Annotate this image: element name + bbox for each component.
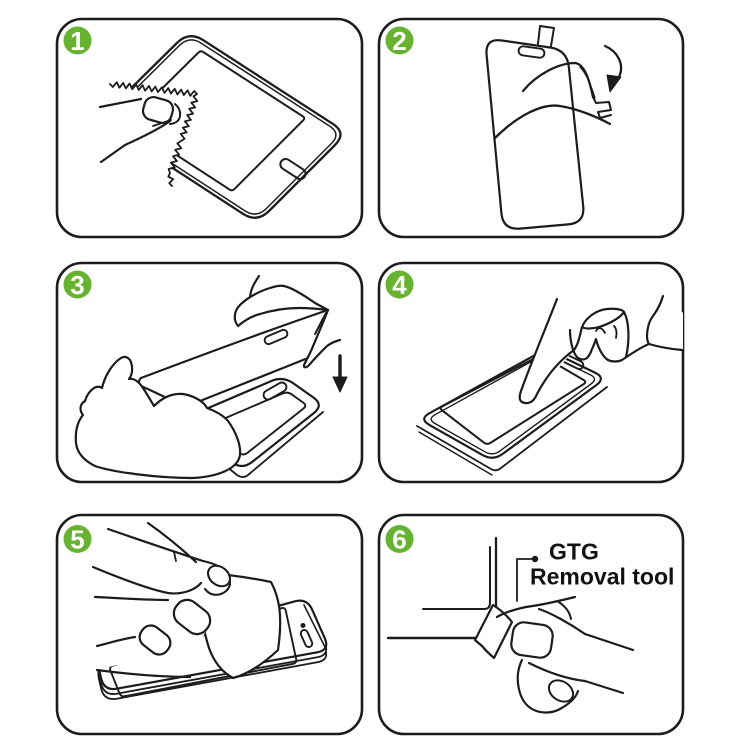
svg-text:GTG: GTG: [549, 539, 599, 565]
svg-text:6: 6: [392, 524, 406, 554]
svg-text:3: 3: [70, 270, 84, 300]
svg-text:Removal tool: Removal tool: [530, 564, 674, 590]
svg-text:1: 1: [70, 26, 84, 56]
svg-text:4: 4: [392, 270, 407, 300]
svg-text:5: 5: [70, 524, 84, 554]
svg-text:2: 2: [392, 26, 406, 56]
